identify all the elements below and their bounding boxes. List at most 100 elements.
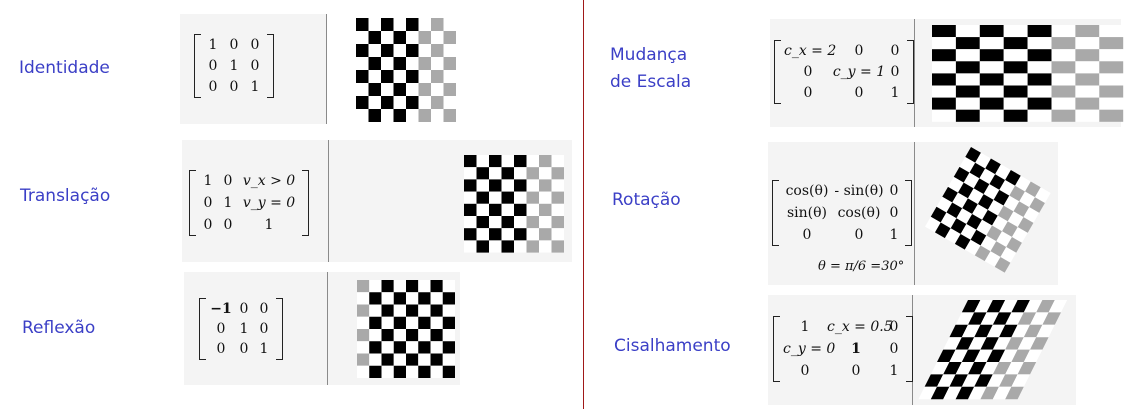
checker-square <box>924 374 944 387</box>
checker-square <box>476 228 489 241</box>
checker-square <box>514 155 527 168</box>
label-rotation: Rotação <box>612 190 681 210</box>
checker-square <box>431 18 444 31</box>
checker-square <box>1099 61 1124 74</box>
checker-square <box>1075 97 1100 110</box>
checker-square <box>406 109 419 122</box>
checker-square <box>539 179 552 192</box>
checker-square <box>393 44 406 57</box>
panel-divider-reflection <box>327 272 328 385</box>
checker-square <box>406 365 419 378</box>
checker-square <box>1011 227 1028 243</box>
checker-square <box>1027 97 1052 110</box>
checker-square <box>1030 337 1049 350</box>
checker-square <box>955 85 980 98</box>
checker-square <box>393 18 406 31</box>
checker-square <box>1051 85 1076 98</box>
checker-square <box>393 57 406 70</box>
checker-square <box>539 203 552 216</box>
checker-square <box>501 179 514 192</box>
checker-square <box>442 329 455 342</box>
rotation-angle-formula: θ = π/6 =30° <box>818 259 905 274</box>
checker-square <box>1007 211 1024 228</box>
checker-square <box>979 37 1004 50</box>
checker-square <box>961 300 981 313</box>
checker-square <box>418 329 431 342</box>
checker-square <box>393 329 406 342</box>
checker-square <box>964 239 981 256</box>
checker-square <box>393 96 406 109</box>
checker-square <box>368 83 381 96</box>
checker-square <box>955 97 980 110</box>
checker-square <box>539 155 552 168</box>
label-identity: Identidade <box>19 58 110 78</box>
checker-square <box>381 57 394 70</box>
checker-square <box>1006 237 1022 253</box>
checker-square <box>356 109 369 122</box>
checker-square <box>992 362 1012 375</box>
panel-divider-rotation <box>914 142 915 285</box>
checker-square <box>464 203 477 216</box>
checker-square <box>464 228 477 241</box>
checker-square <box>393 353 406 366</box>
checker-square <box>442 316 455 329</box>
checker-square <box>1003 25 1028 38</box>
checker-square <box>990 241 1007 257</box>
checker-square <box>356 31 369 44</box>
checker-square <box>431 57 444 70</box>
checker-square <box>489 191 502 204</box>
checker-square <box>476 216 489 229</box>
checker-square <box>955 37 980 50</box>
checker-square <box>514 167 527 180</box>
checker-square <box>932 25 956 38</box>
checker-square <box>974 245 991 262</box>
checker-square <box>955 61 980 74</box>
checker-square <box>970 229 987 246</box>
checker-square <box>932 109 956 122</box>
checker-square <box>1025 181 1041 198</box>
checker-square <box>1099 97 1124 110</box>
checker-square <box>551 191 564 204</box>
checker-square <box>369 280 382 293</box>
checker-square <box>969 162 986 179</box>
checker-square <box>995 164 1011 180</box>
checker-square <box>406 44 419 57</box>
checkerboard-shear <box>918 300 1068 400</box>
checker-square <box>930 362 950 375</box>
panel-identity <box>180 14 326 124</box>
checker-square <box>442 280 455 293</box>
checker-square <box>551 167 564 180</box>
checker-square <box>464 191 477 204</box>
checker-square <box>1027 73 1052 86</box>
checker-square <box>979 97 1004 110</box>
checker-square <box>1027 25 1052 38</box>
checker-square <box>963 172 980 189</box>
checker-square <box>526 191 539 204</box>
checker-square <box>418 316 431 329</box>
checker-square <box>431 31 444 44</box>
checker-square <box>430 292 443 305</box>
checker-square <box>381 83 394 96</box>
checker-square <box>443 57 456 70</box>
checker-square <box>960 224 977 240</box>
checker-square <box>381 44 394 57</box>
checker-square <box>936 196 953 213</box>
checker-square <box>406 316 419 329</box>
checker-square <box>1029 197 1045 213</box>
checker-square <box>955 73 980 86</box>
checker-square <box>489 240 502 253</box>
checker-square <box>1003 37 1028 50</box>
checker-square <box>1051 97 1076 110</box>
checker-square <box>1075 73 1100 86</box>
checker-square <box>381 353 394 366</box>
checker-square <box>980 235 997 252</box>
checker-square <box>994 256 1011 273</box>
checker-square <box>442 341 455 354</box>
checker-square <box>514 191 527 204</box>
checker-square <box>381 18 394 31</box>
checker-square <box>996 231 1012 248</box>
checker-square <box>1099 49 1124 62</box>
checker-square <box>357 304 370 317</box>
checker-square <box>1003 61 1028 74</box>
